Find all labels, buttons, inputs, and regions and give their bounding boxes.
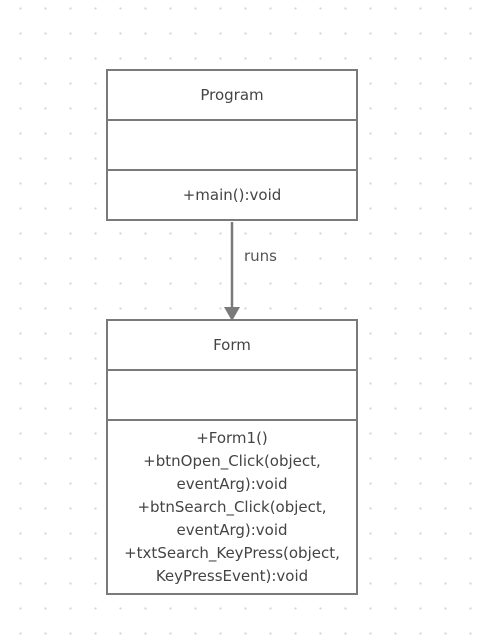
class-methods: +Form1() +btnOpen_Click(object, eventArg…: [108, 421, 356, 593]
method-line: +Form1(): [196, 428, 268, 447]
class-name: Form: [108, 321, 356, 371]
class-name: Program: [108, 71, 356, 121]
method-line: eventArg):void: [176, 520, 288, 539]
method-line: +main():void: [182, 185, 282, 204]
class-form[interactable]: Form +Form1() +btnOpen_Click(object, eve…: [106, 319, 358, 595]
class-program[interactable]: Program +main():void: [106, 69, 358, 221]
class-attributes: [108, 371, 356, 421]
method-line: +btnSearch_Click(object,: [137, 497, 327, 516]
method-line: KeyPressEvent):void: [155, 566, 309, 585]
arrowhead-icon: [224, 307, 240, 321]
method-line: eventArg):void: [176, 474, 288, 493]
method-line: +btnOpen_Click(object,: [143, 451, 321, 470]
class-methods: +main():void: [108, 171, 356, 219]
relation-label: runs: [244, 247, 277, 265]
method-line: +txtSearch_KeyPress(object,: [124, 543, 340, 562]
class-attributes: [108, 121, 356, 171]
